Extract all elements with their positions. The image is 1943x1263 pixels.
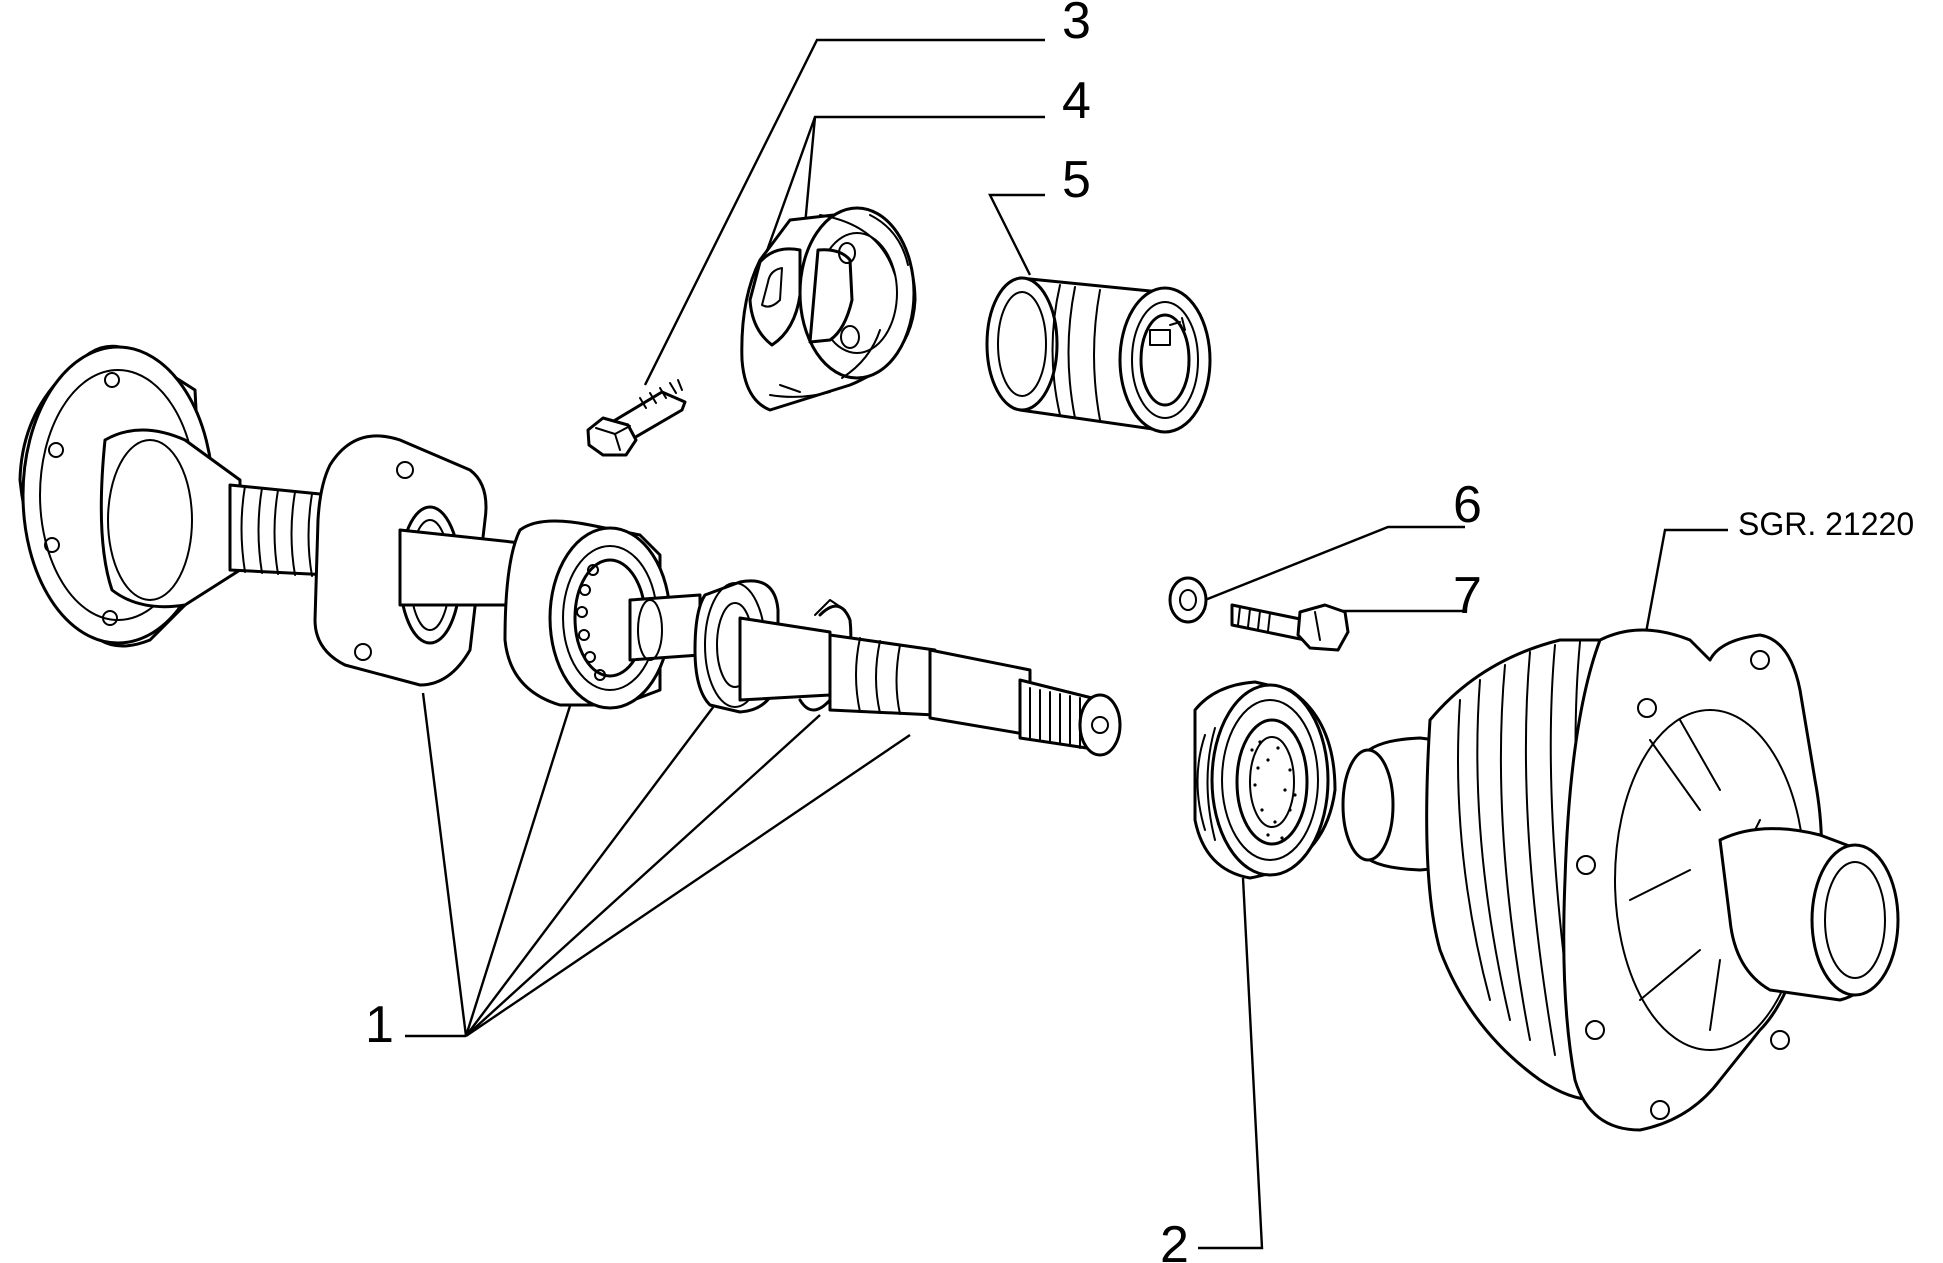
callout-2: 2 — [1160, 1216, 1189, 1263]
leader-1-flange — [421, 692, 468, 1037]
callout-4: 4 — [1062, 72, 1091, 130]
differential-housing — [1341, 628, 1900, 1132]
leader-lines — [405, 38, 1728, 1250]
sleeve-part-4 — [740, 206, 917, 412]
leader-2 — [1198, 877, 1264, 1250]
leader-1-seal — [465, 697, 721, 1037]
leader-6 — [1199, 525, 1465, 604]
bolt-part-3 — [586, 379, 687, 457]
callout-1: 1 — [365, 996, 394, 1054]
leader-ref — [1638, 528, 1728, 666]
leader-1-bearing — [464, 689, 577, 1037]
bushing-part-5 — [985, 276, 1212, 434]
callout-6: 6 — [1453, 476, 1482, 534]
oil-seal-part-2 — [1193, 680, 1337, 880]
callout-5: 5 — [1062, 151, 1091, 209]
leader-1-circlip — [465, 714, 821, 1037]
screw-part-7 — [1230, 603, 1350, 652]
leader-4b — [803, 116, 817, 226]
shaft-assembly-part-1 — [18, 344, 1122, 757]
reference-code: SGR. 21220 — [1738, 506, 1914, 542]
leader-5 — [988, 193, 1045, 276]
callout-3: 3 — [1062, 0, 1091, 50]
callout-7: 7 — [1453, 567, 1482, 625]
washer-part-6 — [1168, 576, 1208, 624]
leader-1-shaft — [465, 734, 911, 1037]
leader-3 — [643, 38, 1045, 386]
callout-labels: 3 4 5 6 7 2 1 SGR. 21220 — [365, 0, 1914, 1263]
